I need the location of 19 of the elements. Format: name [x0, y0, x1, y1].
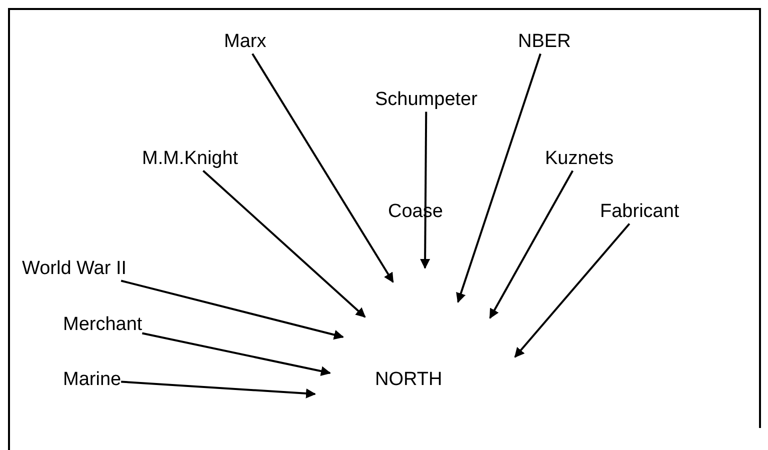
arrow — [121, 380, 316, 398]
node-label: NBER — [518, 30, 571, 54]
arrow — [202, 170, 366, 318]
node-label: NORTH — [375, 368, 442, 392]
arrow — [252, 53, 394, 283]
node-label: Schumpeter — [375, 88, 478, 112]
node-label: Marine — [63, 368, 122, 392]
arrow — [420, 112, 430, 269]
node-label: M.M.Knight — [142, 147, 238, 171]
arrow — [120, 280, 344, 340]
node-label: Merchant — [63, 313, 142, 337]
arrow — [456, 53, 542, 303]
node-label: Kuznets — [545, 147, 614, 171]
arrow — [514, 223, 630, 358]
node-label: World War II — [22, 257, 127, 281]
node-label: Marx — [224, 30, 266, 54]
arrow — [142, 332, 331, 376]
arrow — [489, 170, 574, 319]
node-label: Fabricant — [600, 200, 680, 224]
